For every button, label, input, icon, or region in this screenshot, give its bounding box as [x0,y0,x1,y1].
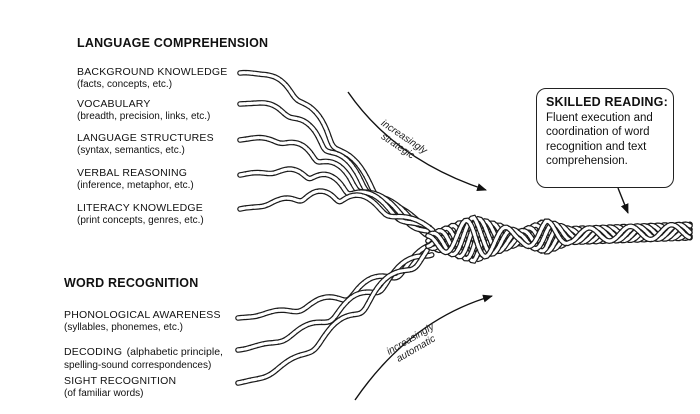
word-recognition-heading: WORD RECOGNITION [64,276,199,290]
recognition-strand-highlight [236,248,429,385]
comprehension-strand-highlight [238,135,429,233]
strand-title: SIGHT RECOGNITION [64,375,177,387]
strand-label-language-structures: LANGUAGE STRUCTURES (syntax, semantics, … [77,132,214,156]
strand-label-verbal-reasoning: VERBAL REASONING (inference, metaphor, e… [77,167,194,191]
strand-label-vocabulary: VOCABULARY (breadth, precision, links, e… [77,98,211,122]
language-comprehension-heading: LANGUAGE COMPREHENSION [77,36,269,50]
strand-title: PHONOLOGICAL AWARENESS [64,309,221,321]
strand-label-phonological-awareness: PHONOLOGICAL AWARENESS (syllables, phone… [64,309,221,333]
arrow-increasingly-strategic [347,91,487,191]
strand-title: DECODING [64,346,123,358]
strand-label-background-knowledge: BACKGROUND KNOWLEDGE (facts, concepts, e… [77,66,228,90]
strand-detail: (of familiar words) [64,387,144,399]
strand-detail: (facts, concepts, etc.) [77,78,173,90]
strand-label-decoding: DECODING (alphabetic principle, spelling… [64,342,223,371]
callout-title: SKILLED READING: [546,95,668,109]
skilled-reading-rope-strand-highlight [426,218,692,259]
strand-title: LANGUAGE STRUCTURES [77,132,214,144]
strand-title: VOCABULARY [77,98,151,110]
strand-detail: (syllables, phonemes, etc.) [64,321,183,333]
callout-text: Fluent execution and coordination of wor… [546,112,653,168]
strand-detail: (print concepts, genres, etc.) [77,214,204,226]
skilled-reading-callout: SKILLED READING: Fluent execution and co… [536,88,674,188]
arrow-increasingly-automatic [354,294,493,401]
strand-detail: spelling-sound correspondences) [64,359,212,371]
comprehension-strand-highlight [238,167,432,230]
strand-detail: (syntax, semantics, etc.) [77,144,185,156]
recognition-strand [235,241,435,321]
strand-title-suffix: (alphabetic principle, [126,346,223,358]
arrow-callout-pointer [617,187,629,214]
strand-label-literacy-knowledge: LITERACY KNOWLEDGE (print concepts, genr… [77,202,204,226]
skilled-reading-rope-strand-highlight [426,215,692,257]
strand-label-sight-recognition: SIGHT RECOGNITION (of familiar words) [64,375,177,399]
strand-title: BACKGROUND KNOWLEDGE [77,66,228,78]
comprehension-strand-highlight [238,189,435,232]
recognition-strand-highlight [236,243,433,320]
strand-detail: (breadth, precision, links, etc.) [77,110,211,122]
strand-title: LITERACY KNOWLEDGE [77,202,203,214]
strand-title: VERBAL REASONING [77,167,188,179]
strand-detail: (inference, metaphor, etc.) [77,179,194,191]
